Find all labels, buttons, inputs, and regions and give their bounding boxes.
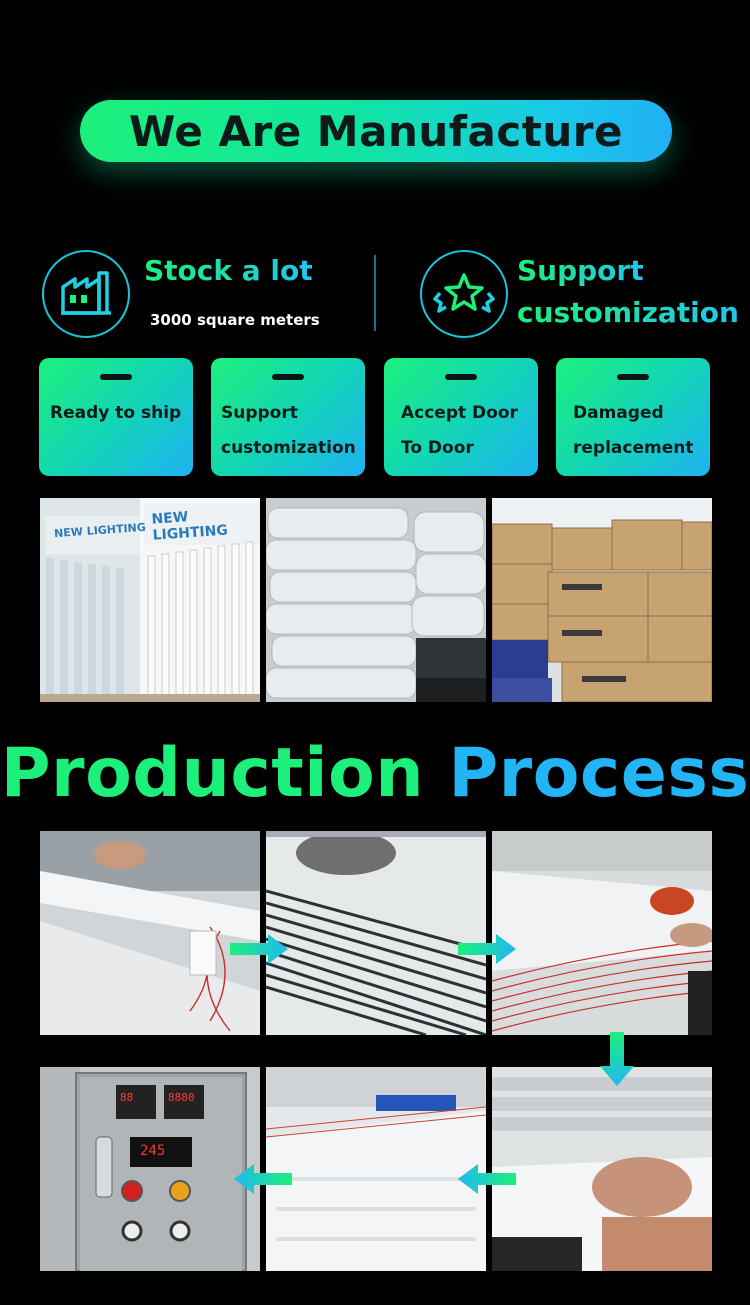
factory-icon-circle — [42, 250, 130, 338]
step1-illustration — [40, 831, 260, 1035]
card-pill — [272, 374, 304, 380]
photo-showroom: NEW LIGHTING NEW LIGHTING — [40, 498, 260, 702]
bundles-illustration — [266, 498, 486, 702]
card-label: Support customization — [221, 403, 356, 458]
production-process-title: Production Process — [0, 734, 750, 813]
title-part-process: Process — [448, 734, 750, 813]
title-part-production: Production — [0, 734, 425, 813]
process-step-6-photo: 88 8880 245 — [40, 1067, 260, 1271]
photo-wrapped-bundles — [266, 498, 486, 702]
arrow-right-icon — [458, 934, 516, 964]
stars-icon-circle — [420, 250, 508, 338]
card-pill — [617, 374, 649, 380]
card-label: Damaged replacement — [573, 403, 694, 458]
step3-illustration — [492, 831, 712, 1035]
step4-illustration — [492, 1067, 712, 1271]
card-label: Accept Door To Door — [401, 403, 518, 458]
factory-icon — [61, 271, 111, 315]
card-door-to-door: Accept Door To Door — [384, 358, 538, 476]
arrow-right-icon — [230, 934, 288, 964]
card-damaged-replacement: Damaged replacement — [556, 358, 710, 476]
arrow-left-icon — [234, 1164, 292, 1194]
feature-stock-subtitle: 3000 square meters — [150, 311, 320, 329]
card-pill — [100, 374, 132, 380]
card-pill — [445, 374, 477, 380]
feature-divider — [374, 255, 376, 331]
arrow-left-icon — [458, 1164, 516, 1194]
timer-display-right: 8880 — [168, 1091, 195, 1104]
main-display: 245 — [140, 1143, 166, 1159]
process-step-3-photo — [492, 831, 712, 1035]
process-step-1-photo — [40, 831, 260, 1035]
feature-custom-title-line2: customization — [517, 292, 739, 334]
step2-illustration — [266, 831, 486, 1035]
timer-display-left: 88 — [120, 1091, 134, 1104]
boxes-illustration — [492, 498, 712, 702]
step5-illustration — [266, 1067, 486, 1271]
photo-cardboard-boxes — [492, 498, 712, 702]
showroom-illustration — [40, 498, 260, 702]
card-support-customization: Support customization — [211, 358, 365, 476]
control-panel-illustration — [40, 1067, 260, 1271]
arrow-down-icon — [600, 1032, 634, 1086]
card-label: Ready to ship — [50, 403, 182, 423]
header-banner: We Are Manufacture — [80, 100, 672, 162]
feature-stock-title: Stock a lot — [144, 250, 313, 292]
card-ready-to-ship: Ready to ship — [39, 358, 193, 476]
process-step-5-photo — [266, 1067, 486, 1271]
stars-icon — [433, 273, 495, 313]
process-step-2-photo — [266, 831, 486, 1035]
feature-custom-title-line1: Support — [517, 250, 644, 292]
process-step-4-photo — [492, 1067, 712, 1271]
banner-title: We Are Manufacture — [129, 106, 623, 156]
